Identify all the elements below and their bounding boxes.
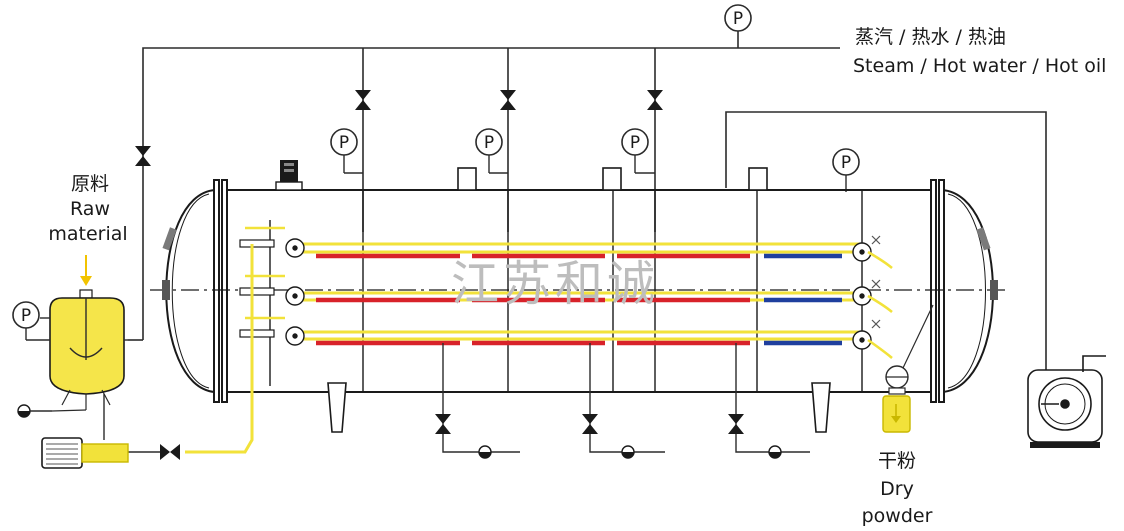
pressure-gauge-icon: P — [330, 128, 363, 174]
svg-text:P: P — [733, 9, 743, 29]
feed-tank-icon — [40, 255, 128, 412]
heating-medium-label: 蒸汽 / 热水 / 热油 Steam / Hot water / Hot oil — [853, 26, 1106, 77]
dry-label-en-1: Dry — [880, 478, 914, 500]
raw-label-zh: 原料 — [71, 173, 109, 195]
dry-label-zh: 干粉 — [878, 450, 916, 472]
scraper-marks — [871, 235, 881, 329]
pressure-gauge-icon: P — [12, 301, 50, 341]
pressure-gauge-icon: P — [475, 128, 508, 174]
pressure-gauge-icon: P — [724, 4, 752, 32]
svg-text:P: P — [339, 133, 349, 153]
support-legs — [327, 382, 831, 433]
top-nozzles — [457, 167, 768, 191]
branch-gauges: P P P P — [330, 128, 860, 192]
svg-text:P: P — [484, 133, 494, 153]
pressure-gauge-icon: P — [832, 148, 860, 192]
pressure-gauge-icon: P — [621, 128, 655, 174]
discharge-scrapers — [867, 250, 893, 359]
belt-rollers — [285, 238, 872, 350]
valve-icon — [435, 414, 744, 434]
svg-text:P: P — [21, 306, 31, 326]
vacuum-pump-icon — [1027, 355, 1106, 448]
heating-label-zh: 蒸汽 / 热水 / 热油 — [855, 26, 1006, 48]
feed-nozzles — [239, 226, 285, 338]
raw-label-en-1: Raw — [70, 198, 110, 220]
motor-icon — [275, 160, 303, 191]
heating-plates — [316, 253, 842, 346]
valve-icon — [160, 444, 180, 460]
feed-line — [185, 244, 254, 454]
pump-icon — [41, 394, 129, 469]
collector-icon — [882, 304, 934, 433]
sight-glass-icon — [162, 227, 998, 300]
watermark: 江苏和诚 — [451, 256, 659, 312]
dry-powder-label: 干粉 Dry powder — [862, 450, 933, 527]
svg-text:P: P — [630, 133, 640, 153]
svg-text:P: P — [841, 153, 851, 173]
raw-label-en-2: material — [48, 223, 127, 245]
valve-icon — [135, 90, 663, 166]
drain-lines — [442, 343, 810, 453]
dry-label-en-2: powder — [862, 505, 933, 527]
heating-label-en: Steam / Hot water / Hot oil — [853, 55, 1106, 77]
trap-icon — [17, 404, 782, 459]
raw-material-label: 原料 Raw material — [48, 173, 127, 245]
vacuum-line — [725, 111, 1047, 370]
heating-plate-rails — [269, 190, 863, 392]
